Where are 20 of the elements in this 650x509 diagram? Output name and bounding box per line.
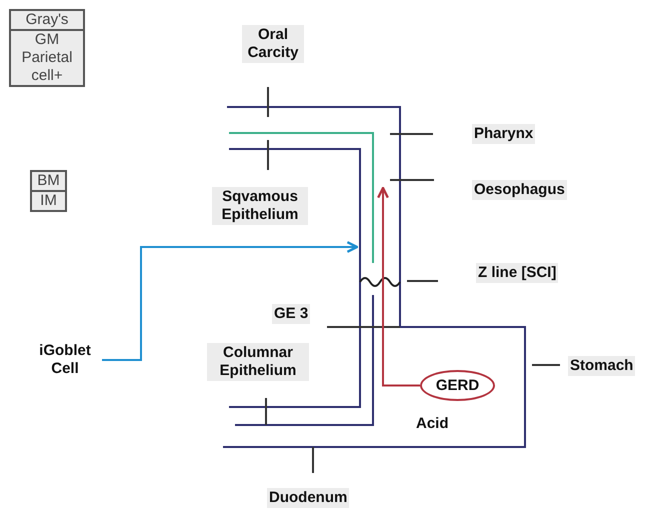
table-text: GM Parietal cell+	[11, 29, 83, 85]
tissue-label: Sqvamous Epithelium	[212, 187, 308, 225]
substance-label: Acid	[415, 414, 450, 434]
condition-ellipse: GERD	[420, 370, 495, 401]
landmark-label: GE 3	[272, 304, 310, 324]
organ-label: Oesophagus	[472, 180, 567, 200]
arrow	[102, 241, 358, 361]
tissue-label: Columnar Epithelium	[207, 343, 309, 381]
cell-label: iGoblet Cell	[28, 341, 102, 379]
note-table	[9, 9, 85, 87]
table-heading: Gray's	[24, 11, 70, 29]
landmark-label: Z line [SCI]	[476, 263, 558, 283]
organ-label: Pharynx	[472, 124, 536, 144]
arrow	[377, 186, 420, 386]
table-heading: BM	[36, 172, 61, 190]
organ-label: Duodenum	[267, 488, 350, 508]
table-text: IM	[32, 190, 65, 210]
note-table	[30, 170, 67, 212]
organ-label: Stomach	[568, 356, 636, 376]
organ-label: Oral Carcity	[242, 25, 304, 63]
